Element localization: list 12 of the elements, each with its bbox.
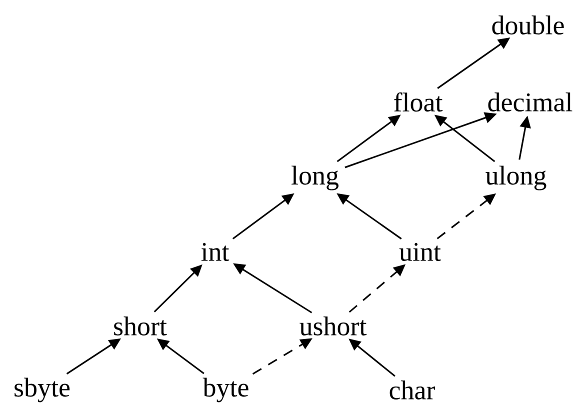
type-label: long <box>292 166 338 190</box>
type-label: uint <box>399 242 441 262</box>
type-label: sbyte <box>14 378 70 402</box>
type-label: short <box>114 316 167 336</box>
type-label: decimal <box>488 92 572 112</box>
type-label: ushort <box>300 316 367 336</box>
type-label: float <box>394 92 443 112</box>
type-label: int <box>201 242 230 262</box>
type-label: byte <box>202 378 248 402</box>
type-label: ulong <box>486 166 546 190</box>
type-label: double <box>492 16 564 34</box>
type-label: char <box>390 380 435 400</box>
